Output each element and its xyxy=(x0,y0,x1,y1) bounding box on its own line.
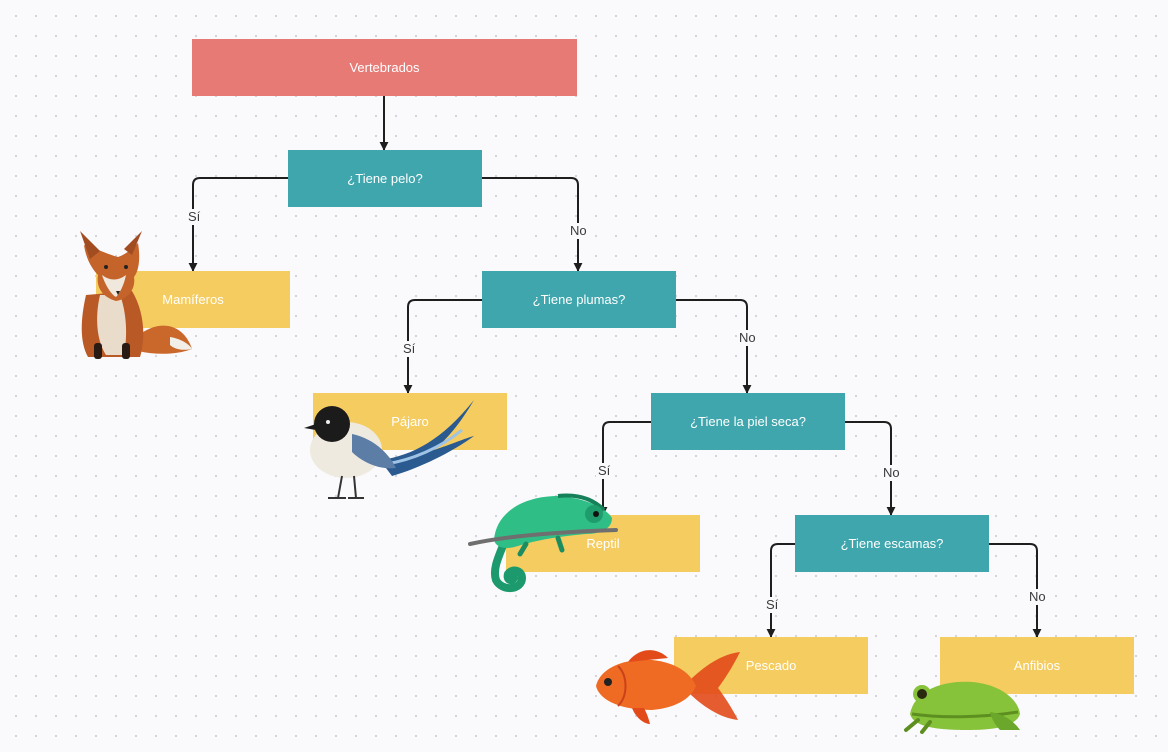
fox-image xyxy=(80,231,192,359)
edge-label-q1-no: No xyxy=(568,223,589,239)
edge-label-q4-yes: Sí xyxy=(764,597,781,613)
edge-q1-yes xyxy=(188,177,288,272)
chameleon-image xyxy=(468,493,618,592)
tree-frog-image xyxy=(904,681,1020,734)
edge-label-q2-no: No xyxy=(737,330,758,346)
edge-label-q3-yes: Sí xyxy=(596,463,613,479)
root-node-vertebrados[interactable]: Vertebrados xyxy=(192,39,577,96)
edge-label-q3-no: No xyxy=(881,465,902,481)
edge-label-q4-no: No xyxy=(1027,589,1048,605)
magpie-bird-image xyxy=(304,400,474,499)
edge-q4-no xyxy=(989,543,1042,638)
edge-q1-no xyxy=(482,177,583,272)
goldfish-image xyxy=(596,650,740,724)
edge-q4-yes xyxy=(766,543,795,638)
edge-label-q2-yes: Sí xyxy=(401,341,418,357)
question-node-feathers[interactable]: ¿Tiene plumas? xyxy=(482,271,676,328)
edge-q3-no xyxy=(845,421,896,516)
question-node-scales[interactable]: ¿Tiene escamas? xyxy=(795,515,989,572)
edge-q2-yes xyxy=(403,299,482,394)
edge-label-q1-yes: Sí xyxy=(186,209,203,225)
question-node-hair[interactable]: ¿Tiene pelo? xyxy=(288,150,482,207)
edge-q2-no xyxy=(676,299,752,394)
edge-q3-yes xyxy=(598,421,651,516)
question-node-dry-skin[interactable]: ¿Tiene la piel seca? xyxy=(651,393,845,450)
